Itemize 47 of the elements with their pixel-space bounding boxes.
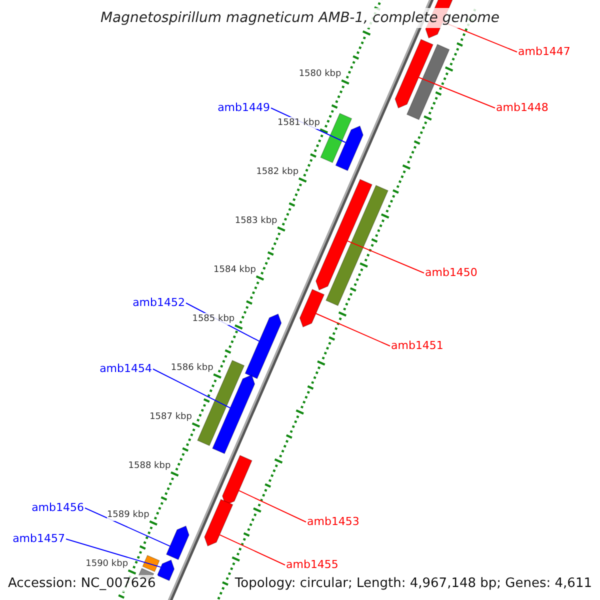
gene-block (325, 184, 389, 306)
gene-label: amb1452 (132, 296, 185, 310)
gene-block (196, 360, 245, 446)
leader-line (418, 76, 496, 108)
leader-line (347, 240, 424, 274)
gene-label: amb1449 (218, 101, 270, 115)
gene-feature (166, 525, 190, 560)
gene-label: amb1454 (100, 362, 152, 376)
leader-line (315, 313, 390, 346)
gene-feature (335, 125, 364, 172)
leader-line (152, 368, 231, 408)
gene-feature (315, 178, 373, 291)
tick-label: 1580 kbp (298, 68, 342, 80)
leader-line (219, 534, 286, 566)
tick-label: 1581 kbp (278, 117, 320, 130)
gene-feature (394, 38, 434, 109)
gene-feature (222, 454, 252, 506)
gene-label: amb1453 (307, 515, 360, 529)
gene-feature (299, 288, 325, 328)
leader-line (84, 508, 170, 547)
gene-label: amb1457 (12, 532, 65, 546)
gene-feature (244, 313, 282, 380)
tick-label: 1585 kbp (192, 313, 235, 326)
gene-block (320, 112, 352, 164)
gene-feature (204, 498, 234, 547)
gene-label: amb1456 (32, 501, 84, 515)
tick-label: 1582 kbp (256, 166, 299, 178)
tick-label: 1584 kbp (214, 264, 256, 276)
gene-label: amb1447 (518, 45, 570, 59)
footer-text: Accession: NC_007626 (6, 575, 158, 592)
gene-feature (212, 374, 256, 454)
gene-block (406, 44, 450, 120)
tick-label: 1588 kbp (128, 460, 171, 472)
gene-label: amb1451 (391, 339, 444, 353)
leader-line (66, 538, 162, 568)
footer-text: Topology: circular; Length: 4,967,148 bp; Genes: 4,611 (232, 575, 594, 592)
tick-label: 1590 kbp (86, 558, 128, 570)
gene-feature (156, 559, 175, 582)
gene-label: amb1450 (425, 266, 478, 280)
tick-label: 1583 kbp (234, 215, 278, 228)
gene-label: amb1455 (286, 558, 338, 572)
gene-block (142, 554, 160, 572)
tick-label: 1589 kbp (106, 509, 150, 522)
leader-line (238, 490, 306, 522)
gene-label: amb1448 (496, 101, 548, 115)
tick-label: 1587 kbp (150, 411, 192, 424)
tick-label: 1586 kbp (170, 362, 214, 374)
